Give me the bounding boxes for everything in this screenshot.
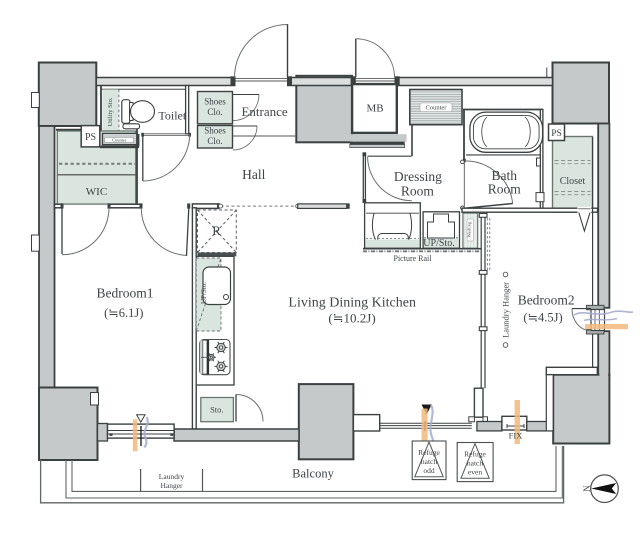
svg-text:Balcony: Balcony [292, 467, 334, 481]
svg-text:PS: PS [85, 132, 96, 143]
svg-text:Dressing: Dressing [394, 169, 442, 184]
svg-text:Bedroom1: Bedroom1 [97, 286, 154, 301]
svg-text:Refuge: Refuge [464, 450, 486, 459]
svg-text:Laundry Hanger: Laundry Hanger [501, 282, 511, 338]
svg-text:Clo.: Clo. [207, 107, 222, 117]
svg-text:N: N [582, 485, 592, 492]
svg-text:even: even [468, 468, 482, 477]
svg-text:Counter: Counter [426, 105, 448, 112]
svg-text:Shoes: Shoes [204, 97, 226, 107]
svg-text:Toilet: Toilet [158, 109, 186, 123]
svg-text:R: R [212, 224, 221, 238]
svg-text:Laundry: Laundry [159, 472, 185, 481]
svg-text:MB: MB [366, 103, 383, 115]
svg-text:Entrance: Entrance [241, 104, 287, 119]
svg-text:UP/Sto.: UP/Sto. [423, 238, 454, 249]
svg-text:(≒10.2J): (≒10.2J) [328, 311, 375, 326]
svg-text:FIX: FIX [509, 431, 523, 441]
svg-text:odd: odd [423, 466, 435, 475]
svg-text:Picture Rail: Picture Rail [394, 254, 433, 263]
svg-text:Living Dining Kitchen: Living Dining Kitchen [288, 296, 416, 311]
svg-text:Bedroom2: Bedroom2 [518, 293, 575, 308]
svg-text:Shoes: Shoes [204, 126, 226, 136]
svg-text:Closet: Closet [560, 176, 586, 187]
svg-text:UP/Sto.: UP/Sto. [200, 282, 208, 304]
svg-text:Bath: Bath [492, 168, 518, 183]
svg-text:Utility Sto.: Utility Sto. [107, 97, 114, 126]
svg-text:Clo.: Clo. [207, 136, 222, 146]
svg-text:Counter: Counter [112, 138, 127, 143]
svg-text:Hall: Hall [242, 167, 265, 182]
svg-text:Washing: Washing [466, 221, 471, 237]
svg-text:Room: Room [488, 182, 522, 197]
svg-text:Room: Room [401, 184, 435, 199]
svg-text:PS: PS [551, 129, 562, 139]
svg-text:hatch: hatch [421, 457, 437, 466]
svg-text:WIC: WIC [86, 186, 107, 198]
svg-text:(≒6.1J): (≒6.1J) [104, 306, 143, 320]
svg-text:Sto.: Sto. [210, 405, 223, 415]
svg-text:Hanger: Hanger [160, 481, 183, 490]
svg-text:hatch: hatch [467, 459, 483, 468]
svg-text:Refuge: Refuge [418, 448, 440, 457]
svg-text:(≒4.5J): (≒4.5J) [523, 311, 562, 325]
